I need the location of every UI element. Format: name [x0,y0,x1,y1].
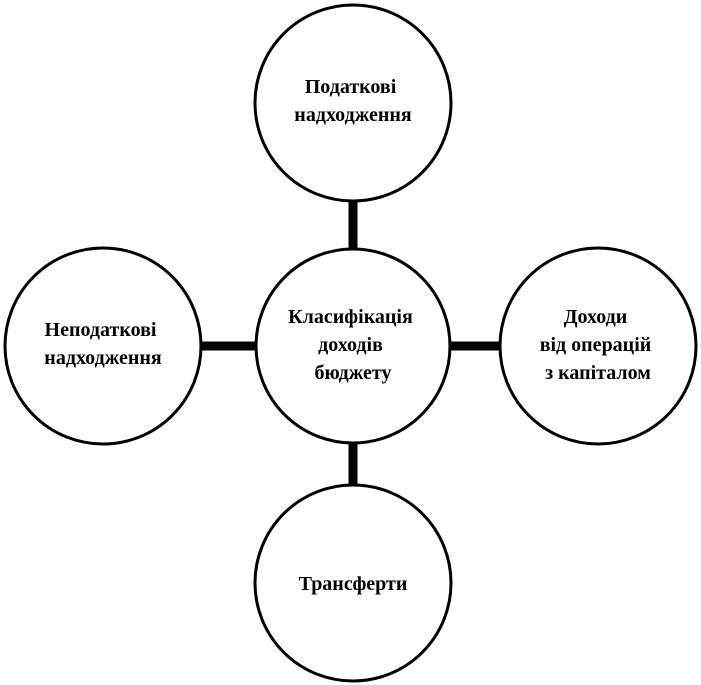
node-top-label-line: надходження [294,104,412,126]
node-top-label-line: Податкові [305,76,397,98]
node-left-label-line: Неподаткові [45,319,157,341]
node-center-label-line: Класифікація [288,306,413,328]
node-center-circle [254,247,452,445]
node-right-label-line: від операцій [540,334,652,356]
node-center-label-line: доходів [318,334,383,356]
node-right-label-line: з капіталом [545,362,651,384]
node-bottom-label: Трансферти [299,573,408,595]
node-bottom-label-line: Трансферти [299,573,408,595]
node-left-circle [3,246,203,446]
node-right-label-line: Доходи [564,306,628,328]
node-left-label-line: надходження [44,347,162,369]
node-center-label-line: бюджету [315,362,392,384]
node-top-label: Податкові надходження [294,76,412,126]
node-bottom-circle [253,483,453,683]
node-right-label: Доходи від операцій з капіталом [540,306,657,384]
node-right-circle [498,246,698,446]
node-left-label: Неподаткові надходження [44,319,162,369]
node-top-circle [253,3,453,203]
node-center-label: Класифікація доходів бюджету [288,306,418,384]
